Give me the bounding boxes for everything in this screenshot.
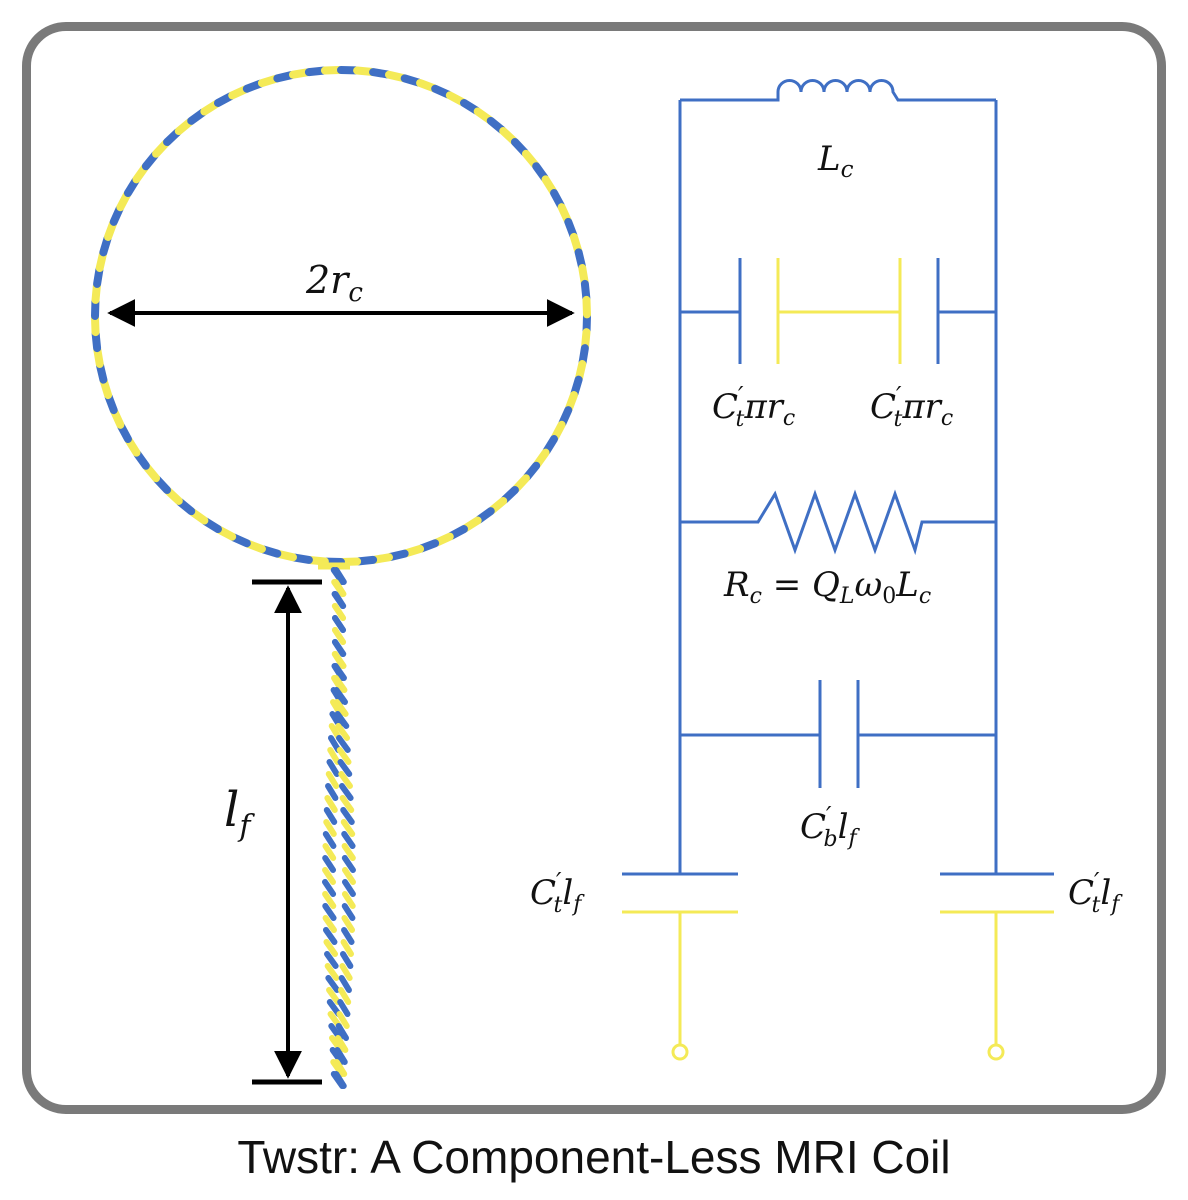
- label-diameter: 2rc: [305, 258, 363, 308]
- equivalent-circuit: [622, 79, 1054, 1061]
- label-inductor: Lc: [817, 139, 854, 183]
- label-resistor: Rc = QLω0Lc: [723, 565, 931, 609]
- label-cap-right: C′tπrc: [870, 382, 953, 432]
- inductor-symbol: [680, 79, 996, 102]
- port-right-terminal: [987, 1043, 1005, 1061]
- label-cap-port-right: C′tlf: [1068, 868, 1123, 918]
- feed-line-strand-b: [332, 567, 356, 1089]
- resistor-symbol: [680, 489, 996, 556]
- label-cap-bottom: C′blf: [800, 802, 860, 852]
- label-cap-left: C′tπrc: [712, 382, 795, 432]
- coil-loop: [91, 66, 591, 566]
- figure-caption: Twstr: A Component-Less MRI Coil: [237, 1131, 951, 1183]
- figure-frame: [22, 22, 1166, 1114]
- label-feed-length: lf: [224, 782, 255, 844]
- diagram-canvas: 2rc lf L: [91, 66, 1123, 1089]
- port-left-terminal: [671, 1043, 689, 1061]
- label-cap-port-left: C′tlf: [530, 868, 585, 918]
- twisted-pair-coil: [91, 66, 591, 1089]
